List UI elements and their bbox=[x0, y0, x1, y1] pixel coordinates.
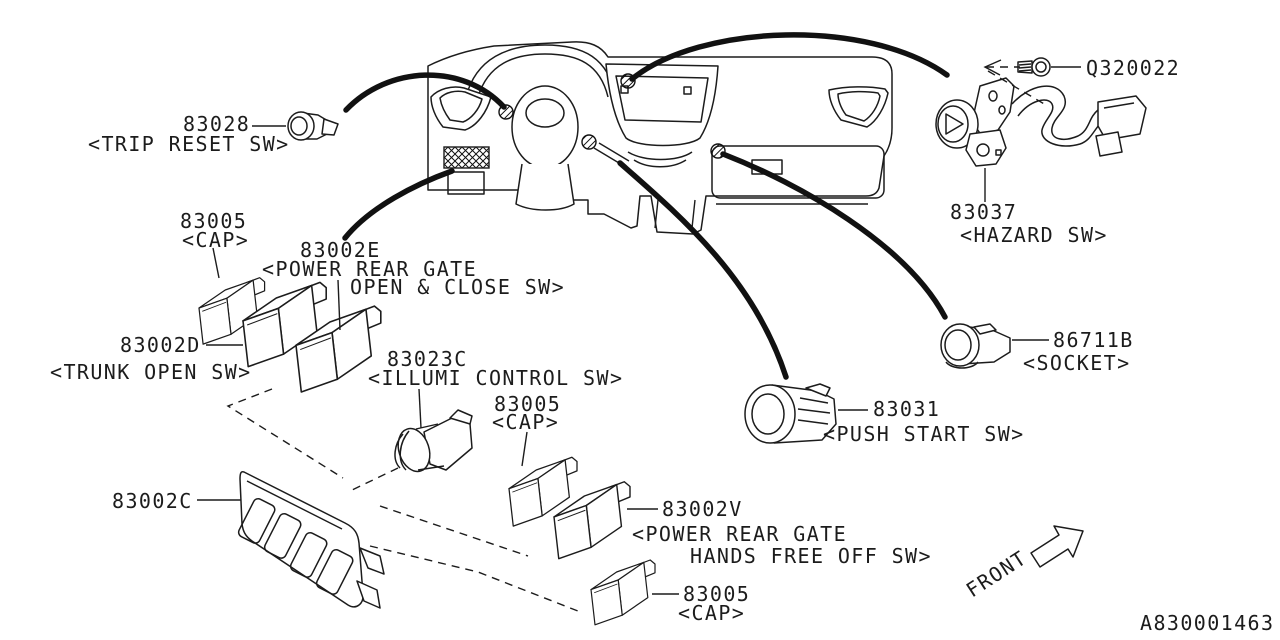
label-83023C-name: <ILLUMI CONTROL SW> bbox=[368, 366, 623, 390]
right-vent bbox=[828, 86, 889, 128]
arc-trip-reset bbox=[343, 72, 507, 113]
glovebox bbox=[711, 145, 885, 199]
leader-lines bbox=[197, 66, 1081, 595]
trip-reset-switch-drawing bbox=[287, 111, 339, 141]
label-83002E-number: 83002E bbox=[300, 238, 381, 262]
label-83002V-name-line2: HANDS FREE OFF SW> bbox=[690, 544, 932, 568]
screw-arrowhead bbox=[983, 59, 1002, 76]
front-arrow-icon bbox=[1030, 525, 1084, 568]
cap-bottom-drawing bbox=[590, 559, 656, 626]
hazard-switch-drawing bbox=[935, 77, 1147, 167]
label-83002V-number: 83002V bbox=[662, 497, 743, 521]
label-83023C-number: 83023C bbox=[387, 347, 468, 371]
label-83037-number: 83037 bbox=[950, 200, 1017, 224]
label-83005-mid-name: <CAP> bbox=[492, 410, 559, 434]
label-83002E-name-line1: <POWER REAR GATE bbox=[262, 257, 477, 281]
left-vent bbox=[430, 86, 492, 131]
hazard-triangle-icon bbox=[945, 113, 964, 135]
cluster-hood bbox=[465, 44, 617, 98]
label-83037-name: <HAZARD SW> bbox=[960, 223, 1108, 247]
arc-switch-panel bbox=[342, 168, 455, 241]
label-83031-number: 83031 bbox=[873, 397, 940, 421]
label-83002E-name-line2: OPEN & CLOSE SW> bbox=[350, 275, 565, 299]
arc-hazard bbox=[629, 32, 950, 82]
label-83002D-name: <TRUNK OPEN SW> bbox=[50, 360, 252, 384]
part-labels: 83028 <TRIP RESET SW> 83005 <CAP> 83002E… bbox=[50, 56, 1180, 625]
label-Q320022-number: Q320022 bbox=[1086, 56, 1180, 80]
label-86711B-name: <SOCKET> bbox=[1023, 351, 1131, 375]
label-83002C-number: 83002C bbox=[112, 489, 193, 513]
push-start-switch-drawing bbox=[744, 383, 837, 444]
label-83031-name: <PUSH START SW> bbox=[823, 422, 1025, 446]
label-83005-top-number: 83005 bbox=[180, 209, 247, 233]
label-83028-name: <TRIP RESET SW> bbox=[88, 132, 290, 156]
screw-drawing bbox=[1017, 57, 1051, 77]
switch-panel-drawing bbox=[237, 471, 385, 609]
arc-push-start bbox=[617, 160, 789, 380]
label-83005-bottom-number: 83005 bbox=[683, 582, 750, 606]
front-direction-indicator: FRONT bbox=[962, 525, 1084, 602]
label-86711B-number: 86711B bbox=[1053, 328, 1134, 352]
dashboard-illustration bbox=[427, 41, 893, 235]
label-83002V-name-line1: <POWER REAR GATE bbox=[632, 522, 847, 546]
arc-socket bbox=[720, 151, 948, 320]
harness-connector bbox=[1097, 95, 1147, 141]
label-83028-number: 83028 bbox=[183, 112, 250, 136]
illumi-control-switch-drawing bbox=[394, 409, 473, 473]
switch-panel-location bbox=[443, 146, 490, 169]
label-83002D-number: 83002D bbox=[120, 333, 201, 357]
mount-marker-push-start bbox=[581, 134, 597, 150]
leader-arcs bbox=[342, 32, 950, 380]
assembly-dashed-lines bbox=[226, 59, 1047, 614]
label-83005-mid-number: 83005 bbox=[494, 392, 561, 416]
diagram-code: A830001463 bbox=[1140, 611, 1274, 635]
steering-column bbox=[515, 163, 575, 211]
front-label: FRONT bbox=[962, 545, 1031, 602]
label-83005-bottom-name: <CAP> bbox=[678, 601, 745, 625]
socket-drawing bbox=[940, 323, 1011, 369]
label-83005-top-name: <CAP> bbox=[182, 228, 249, 252]
